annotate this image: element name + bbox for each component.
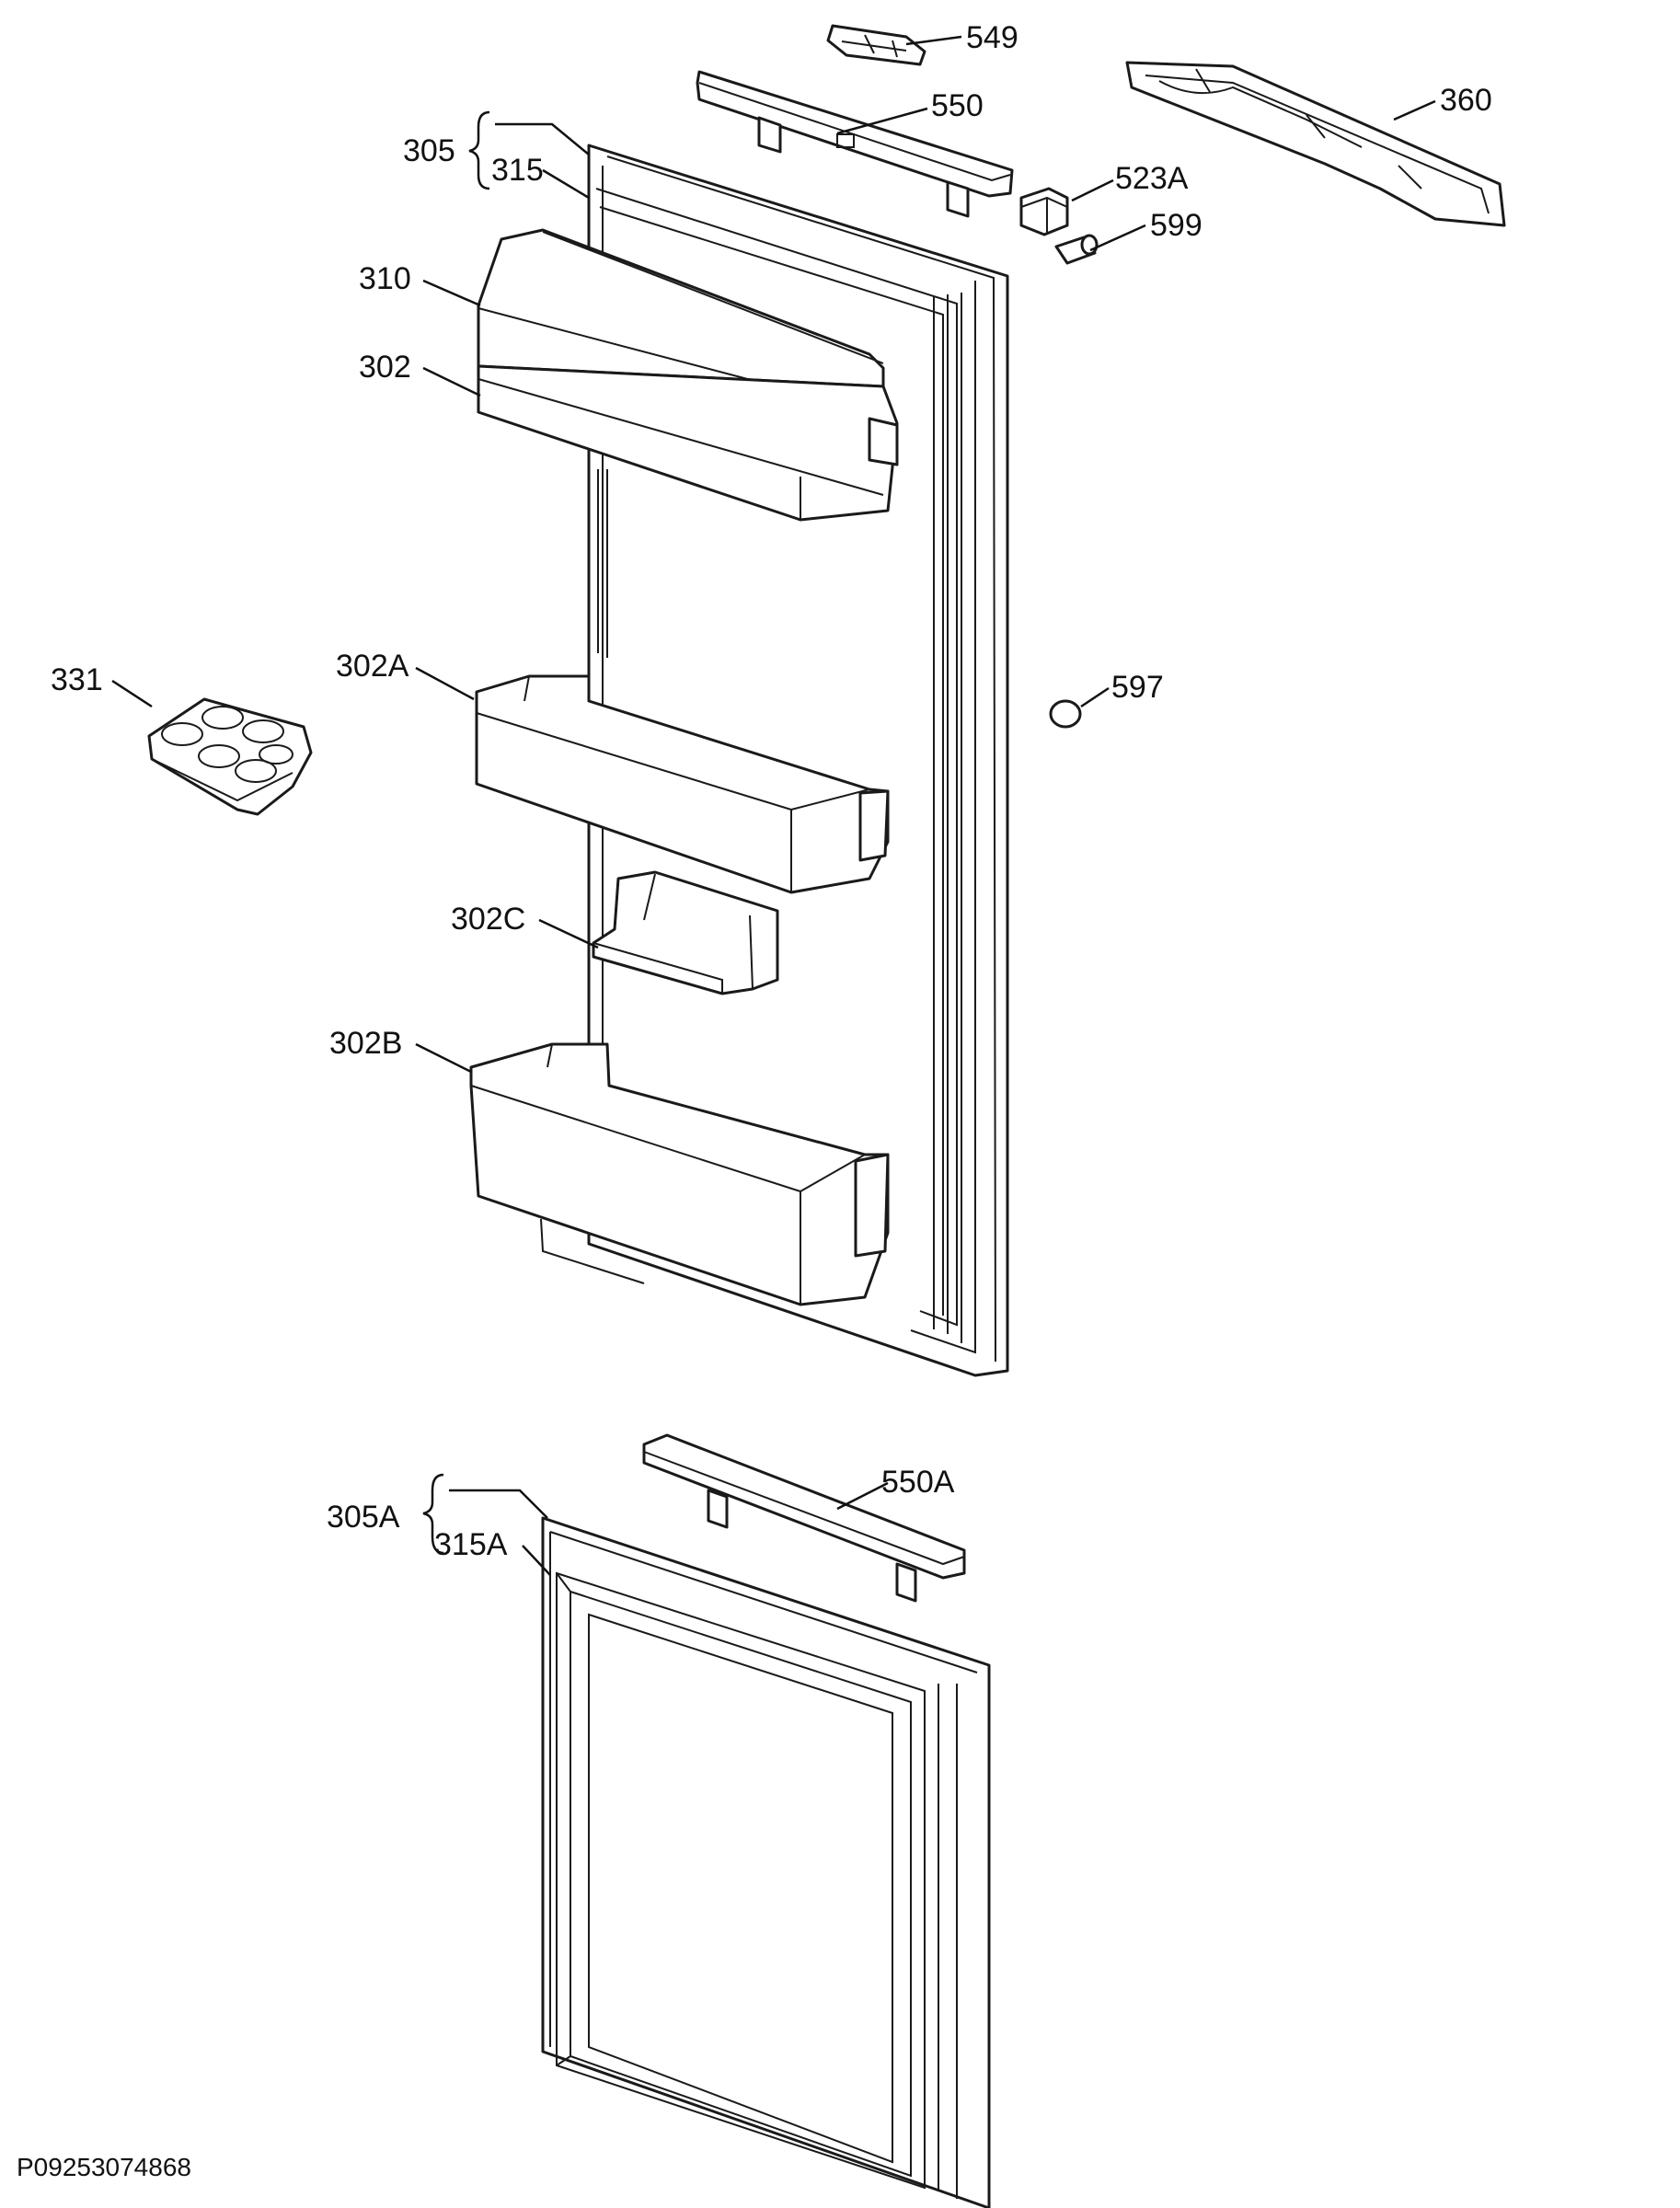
callout-302c: 302C bbox=[451, 902, 525, 937]
callout-315a: 315A bbox=[434, 1527, 508, 1562]
callout-310: 310 bbox=[359, 261, 411, 296]
callout-305a: 305A bbox=[327, 1500, 400, 1535]
part-331-egg-tray bbox=[147, 697, 313, 816]
callout-550a: 550A bbox=[881, 1465, 955, 1500]
part-302-upper-shelf bbox=[477, 364, 899, 522]
part-315a-lower-gasket bbox=[556, 1571, 926, 2190]
part-302a-middle-shelf bbox=[475, 674, 890, 894]
part-315-upper-gasket bbox=[588, 188, 958, 1327]
callout-302b: 302B bbox=[329, 1026, 402, 1061]
part-549-hinge-clip bbox=[826, 24, 926, 66]
brace-305 bbox=[468, 110, 490, 190]
part-302c-small-shelf bbox=[592, 870, 779, 995]
callout-360: 360 bbox=[1440, 83, 1492, 118]
part-550-hinge-bar bbox=[696, 70, 1014, 218]
callout-549: 549 bbox=[966, 20, 1018, 55]
leader-lines bbox=[111, 35, 1436, 1576]
callout-labels: 549 550 360 305 315 523A 599 310 302 331… bbox=[51, 20, 1492, 1562]
part-523a-hinge-cover bbox=[1019, 187, 1069, 236]
callout-302: 302 bbox=[359, 350, 411, 385]
callout-523a: 523A bbox=[1115, 161, 1189, 196]
part-597-plug bbox=[1049, 699, 1082, 729]
callout-315: 315 bbox=[491, 153, 544, 188]
part-550a-hinge-bar bbox=[642, 1433, 966, 1603]
callout-302a: 302A bbox=[336, 649, 409, 684]
part-599-pin bbox=[1054, 234, 1099, 265]
brace-305a bbox=[422, 1473, 444, 1555]
part-302b-lower-shelf bbox=[469, 1042, 890, 1306]
callout-597: 597 bbox=[1111, 670, 1164, 705]
callout-305: 305 bbox=[403, 133, 455, 168]
callout-331: 331 bbox=[51, 662, 103, 697]
callout-550: 550 bbox=[931, 88, 984, 123]
callout-599: 599 bbox=[1150, 208, 1202, 243]
drawing-number: P09253074868 bbox=[17, 2153, 191, 2181]
part-360-top-bracket bbox=[1125, 61, 1506, 227]
